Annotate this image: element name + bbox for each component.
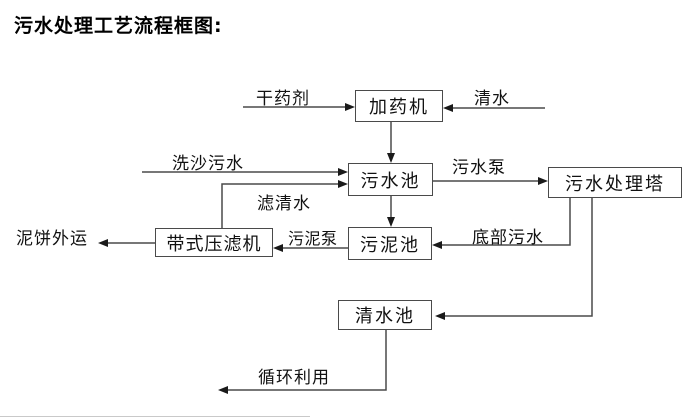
node-belt-filter-press: 带式压滤机 xyxy=(155,228,273,257)
arrowhead-icon xyxy=(387,153,395,163)
arrowhead-icon xyxy=(338,168,348,176)
edge-label-sludge-pump: 污泥泵 xyxy=(288,229,338,248)
bottom-border-line xyxy=(0,416,310,417)
edge-tower-to-clearpool-line xyxy=(445,198,593,317)
node-sewage-pool: 污水池 xyxy=(348,163,433,196)
node-sludge-pool: 污泥池 xyxy=(348,227,432,260)
edge-filtered-water-line xyxy=(221,183,338,228)
edge-label-recycle-use: 循环利用 xyxy=(258,368,330,388)
edge-label-mud-cake-out: 泥饼外运 xyxy=(16,229,88,249)
edge-label-bottom-sewage: 底部污水 xyxy=(472,228,544,248)
arrowhead-icon xyxy=(345,103,355,111)
node-dosing-machine: 加药机 xyxy=(355,90,443,122)
arrowhead-icon xyxy=(273,244,283,252)
arrowhead-icon xyxy=(387,217,395,227)
edge-label-sand-wash-sewage: 洗沙污水 xyxy=(172,154,244,174)
edge-label-sewage-pump: 污水泵 xyxy=(452,158,506,178)
node-sewage-treatment-tower: 污水处理塔 xyxy=(548,167,682,198)
arrowhead-icon xyxy=(338,180,348,188)
arrowhead-icon xyxy=(435,312,445,320)
arrowhead-icon xyxy=(443,104,453,112)
edge-recycle-line xyxy=(228,330,387,391)
edge-label-filtered-water: 滤清水 xyxy=(257,194,311,214)
arrowhead-icon xyxy=(218,386,228,394)
arrowhead-icon xyxy=(432,241,442,249)
node-clear-water-pool: 清水池 xyxy=(338,300,432,330)
edge-bottom-sewage-line xyxy=(442,198,571,246)
arrowhead-icon xyxy=(98,239,108,247)
edge-label-dry-agent: 干药剂 xyxy=(256,89,310,109)
edge-label-clean-water: 清水 xyxy=(474,89,510,109)
page-title: 污水处理工艺流程框图: xyxy=(14,15,223,37)
arrowhead-icon xyxy=(538,177,548,185)
